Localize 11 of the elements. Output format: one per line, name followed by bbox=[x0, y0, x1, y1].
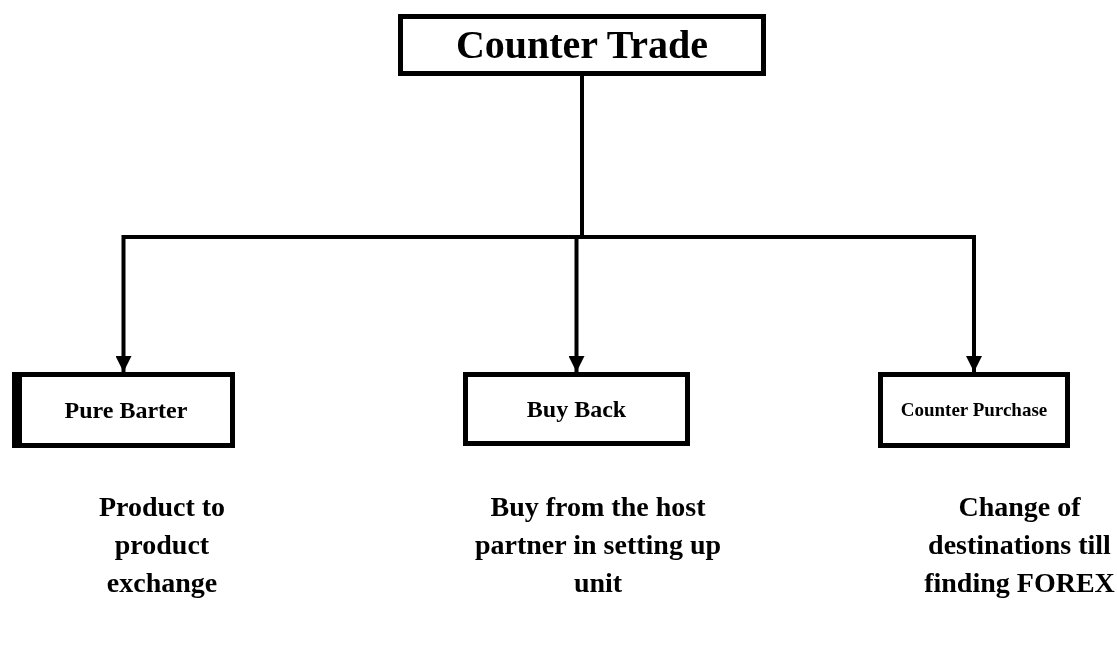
description-text: Buy from the host partner in setting up unit bbox=[473, 490, 723, 600]
description-text: Change of destinations till finding FOREX bbox=[923, 490, 1116, 600]
process-box bbox=[398, 14, 766, 76]
process-box bbox=[463, 372, 690, 446]
box-label: Counter Purchase bbox=[900, 398, 1048, 422]
description-text: Product to product exchange bbox=[97, 490, 227, 600]
box-label: Buy Back bbox=[526, 395, 627, 424]
process-box bbox=[12, 372, 235, 448]
box-label: Counter Trade bbox=[455, 21, 709, 69]
process-box bbox=[878, 372, 1070, 448]
box-label: Pure Barter bbox=[64, 396, 188, 425]
